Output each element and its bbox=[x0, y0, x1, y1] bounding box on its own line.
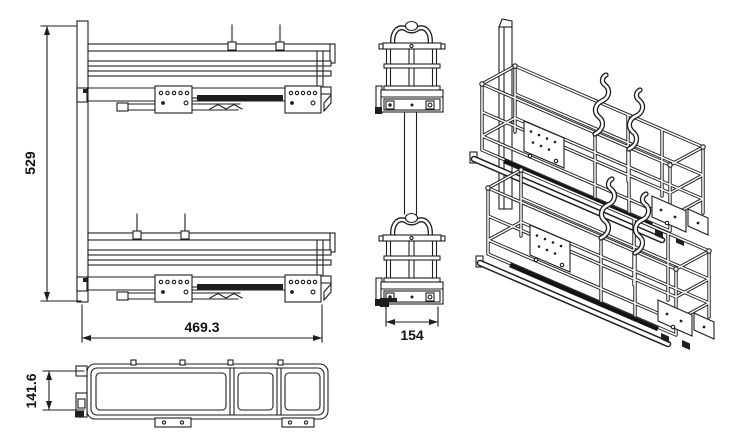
upper-hook-pins bbox=[227, 24, 285, 51]
lower-basket-front bbox=[76, 232, 336, 303]
upper-basket-front bbox=[76, 43, 336, 114]
height-dimension-label: 529 bbox=[22, 151, 38, 175]
bracket-foot bbox=[380, 298, 397, 307]
lower-hook-pins bbox=[132, 213, 190, 240]
plan-depth-dimension: 141.6 bbox=[23, 370, 85, 411]
depth-dimension-label: 154 bbox=[400, 327, 424, 343]
depth-dimension: 154 bbox=[385, 306, 439, 343]
basket-plan-body bbox=[75, 359, 329, 428]
mounting-pole bbox=[403, 111, 418, 215]
plan-depth-dimension-label: 141.6 bbox=[23, 373, 39, 408]
width-dimension-label: 469.3 bbox=[184, 319, 219, 335]
isometric-view bbox=[455, 18, 730, 445]
width-dimension: 469.3 bbox=[81, 304, 323, 343]
lower-basket-side bbox=[375, 214, 445, 307]
upper-basket-side bbox=[375, 22, 445, 115]
front-elevation-view: 529 469.3 bbox=[22, 20, 336, 343]
plan-view: 141.6 bbox=[23, 359, 329, 428]
side-elevation-view: 154 bbox=[350, 0, 480, 343]
cabinet-front-panel bbox=[76, 20, 89, 303]
height-dimension: 529 bbox=[22, 25, 82, 302]
